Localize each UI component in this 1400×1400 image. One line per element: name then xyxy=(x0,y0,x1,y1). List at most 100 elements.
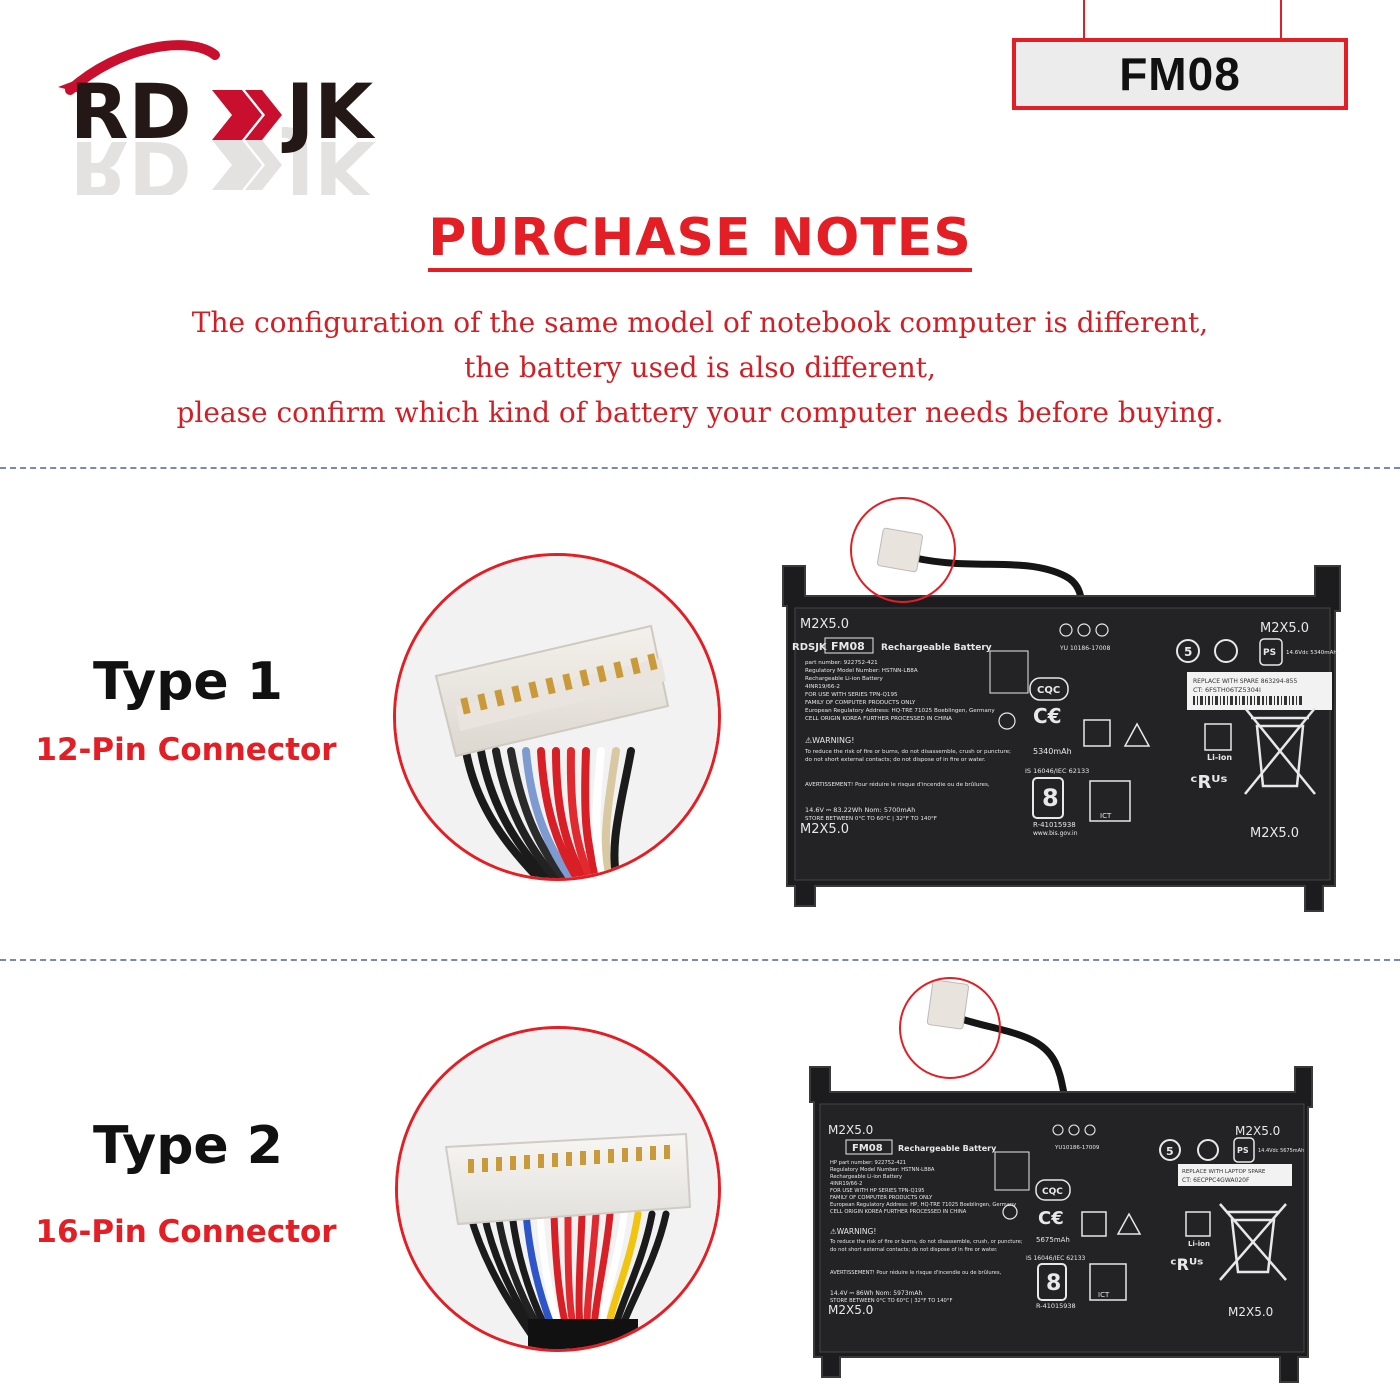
screw-label-bl: M2X5.0 xyxy=(828,1303,873,1317)
type1-label: Type 1 xyxy=(93,652,283,712)
cqc-icon xyxy=(1035,1179,1071,1201)
battery-product: Rechargeable Battery xyxy=(898,1144,997,1153)
cqc-icon xyxy=(1029,677,1069,701)
model-tag: FM08 xyxy=(1012,38,1348,110)
ict-text: ICT xyxy=(1098,1291,1110,1299)
capacity-label: 5340mAh xyxy=(1033,747,1072,756)
battery-line: FOR USE WITH HP SERIES TPN-Q195 xyxy=(830,1188,925,1194)
battery-line: ⚠WARNING! xyxy=(830,1227,876,1236)
tag-string-right xyxy=(1280,0,1282,38)
recycle-5-icon xyxy=(1159,1139,1181,1161)
model-tag-text: FM08 xyxy=(1119,48,1241,100)
weee-bin-icon xyxy=(1244,707,1316,795)
battery-line: do not short external contacts; do not d… xyxy=(805,757,986,763)
ul-icon: ᶜRᵁˢ xyxy=(1190,772,1228,793)
section-heading: PURCHASE NOTES xyxy=(0,208,1400,272)
ct-text: CT: 6FSTH06TZ5304I xyxy=(1193,686,1261,694)
battery-line: 4INR19/66-2 xyxy=(805,684,840,690)
warning-triangle-icon xyxy=(1123,722,1151,747)
logo-letters-left: RD xyxy=(70,67,192,156)
battery-line: 14.4V ⎓ 86Wh Nom: 5973mAh xyxy=(830,1290,922,1297)
battery-line: CELL ORIGIN KOREA FURTHER PROCESSED IN C… xyxy=(805,716,952,722)
battery-line: ⚠WARNING! xyxy=(805,736,854,745)
battery-line: To reduce the risk of fire or burns, do … xyxy=(829,1239,1023,1245)
svg-text:5: 5 xyxy=(1166,1145,1174,1158)
r-code: R-41015938 xyxy=(1033,821,1076,829)
is-code: IS 16046/IEC 62133 xyxy=(1025,767,1089,775)
cert-id: YU 10186-17008 xyxy=(1059,645,1110,652)
type2-battery-photo: M2X5.0 M2X5.0 M2X5.0 M2X5.0 FM08 Recharg… xyxy=(809,977,1313,1383)
type2-connector-label: 16-Pin Connector xyxy=(35,1214,337,1250)
note-line-3: please confirm which kind of battery you… xyxy=(176,396,1224,429)
ict-icon xyxy=(1089,780,1131,822)
ce-icon: C€ xyxy=(1038,1208,1064,1229)
pse-icon xyxy=(1233,1137,1255,1163)
weee-bin-icon xyxy=(1219,1203,1287,1281)
svg-text:CQC: CQC xyxy=(1037,685,1060,696)
battery-cable xyxy=(953,1013,1069,1099)
capacity-label: 5675mAh xyxy=(1036,1236,1070,1244)
polarity-icons xyxy=(1052,1124,1096,1136)
battery-line: Rechargeable Li-ion Battery xyxy=(830,1174,902,1180)
ul-icon: ᶜRᵁˢ xyxy=(1170,1255,1203,1274)
divider-middle xyxy=(0,959,1400,961)
battery-line: FOR USE WITH SERIES TPN-Q195 xyxy=(805,692,898,698)
battery-model: FM08 xyxy=(831,640,865,653)
replace-sticker xyxy=(1178,1164,1292,1186)
type2-connector-closeup xyxy=(395,1026,721,1352)
svg-text:8: 8 xyxy=(1042,784,1059,812)
battery-line: AVERTISSEMENT! Pour réduire le risque d'… xyxy=(830,1269,1002,1276)
battery-line: CELL ORIGIN KOREA FURTHER PROCESSED IN C… xyxy=(830,1209,967,1215)
polarity-icons xyxy=(1059,623,1109,637)
cert-box-icon xyxy=(994,1151,1030,1191)
ce-icon: C€ xyxy=(1033,704,1062,728)
r-code: R-41015938 xyxy=(1036,1302,1076,1310)
screw-label-tl: M2X5.0 xyxy=(800,617,849,632)
type1-battery-photo: M2X5.0 M2X5.0 M2X5.0 M2X5.0 RDSJK FM08 R… xyxy=(782,497,1341,912)
battery-model: FM08 xyxy=(852,1143,883,1154)
battery-line: do not short external contacts; do not d… xyxy=(830,1247,998,1253)
target-icon xyxy=(1002,1204,1018,1220)
svg-text:JK: JK xyxy=(281,124,376,195)
type1-connector-label: 12-Pin Connector xyxy=(35,732,337,768)
recycle-box-icon xyxy=(1083,719,1111,747)
svg-text:8: 8 xyxy=(1046,1271,1061,1296)
voltage-label: 14.6Vdc 5340mAh xyxy=(1286,650,1337,656)
replace-text: REPLACE WITH SPARE 863294-855 xyxy=(1193,678,1297,685)
battery-line: To reduce the risk of fire or burns, do … xyxy=(804,749,1011,755)
note-line-2: the battery used is also different, xyxy=(464,351,936,384)
ict-icon xyxy=(1089,1263,1127,1301)
barcode-icon xyxy=(1193,696,1302,705)
li-ion-recycle-icon xyxy=(1204,723,1232,751)
battery-line: European Regulatory Address: HQ-TRE 7102… xyxy=(805,708,995,714)
battery-line: Regulatory Model Number: HSTNN-LB8A xyxy=(830,1167,935,1173)
li-ion-recycle-icon xyxy=(1185,1211,1211,1237)
battery-line: STORE BETWEEN 0°C TO 60°C | 32°F TO 140°… xyxy=(805,816,937,822)
screw-label-bl: M2X5.0 xyxy=(800,822,849,837)
connector-16pin-illustration xyxy=(398,1029,718,1349)
battery-line: European Regulatory Address: HP, HQ-TRE … xyxy=(830,1202,1016,1208)
divider-top xyxy=(0,467,1400,469)
svg-text:PS: PS xyxy=(1263,648,1276,658)
bis-icon xyxy=(1037,1263,1067,1301)
battery-line: Rechargeable Li-ion Battery xyxy=(805,676,883,682)
svg-text:RD: RD xyxy=(70,124,192,195)
battery-line: AVERTISSEMENT! Pour réduire le risque d'… xyxy=(805,781,990,788)
type2-label: Type 2 xyxy=(93,1116,283,1176)
ict-text: ICT xyxy=(1100,812,1112,820)
type1-connector-closeup xyxy=(393,553,721,881)
battery-line: 14.6V ⎓ 83.22Wh Nom: 5700mAh xyxy=(805,806,915,814)
screw-label-tl: M2X5.0 xyxy=(828,1123,873,1137)
svg-text:5: 5 xyxy=(1184,645,1192,659)
brand-logo: RD JK RD JK xyxy=(58,40,376,195)
heading-text: PURCHASE NOTES xyxy=(428,208,972,272)
screw-label-br: M2X5.0 xyxy=(1250,826,1299,841)
battery-line: FAMILY OF COMPUTER PRODUCTS ONLY xyxy=(830,1195,933,1201)
battery-line: HP part number: 922752-421 xyxy=(830,1160,906,1166)
is-code: IS 16046/IEC 62133 xyxy=(1026,1255,1086,1262)
type1-connector-highlight xyxy=(850,497,956,603)
cert-id: YU10186-17009 xyxy=(1054,1145,1100,1151)
pct-icon xyxy=(1197,1139,1219,1161)
connector-12pin-illustration xyxy=(396,556,718,878)
pct-icon xyxy=(1214,639,1238,663)
